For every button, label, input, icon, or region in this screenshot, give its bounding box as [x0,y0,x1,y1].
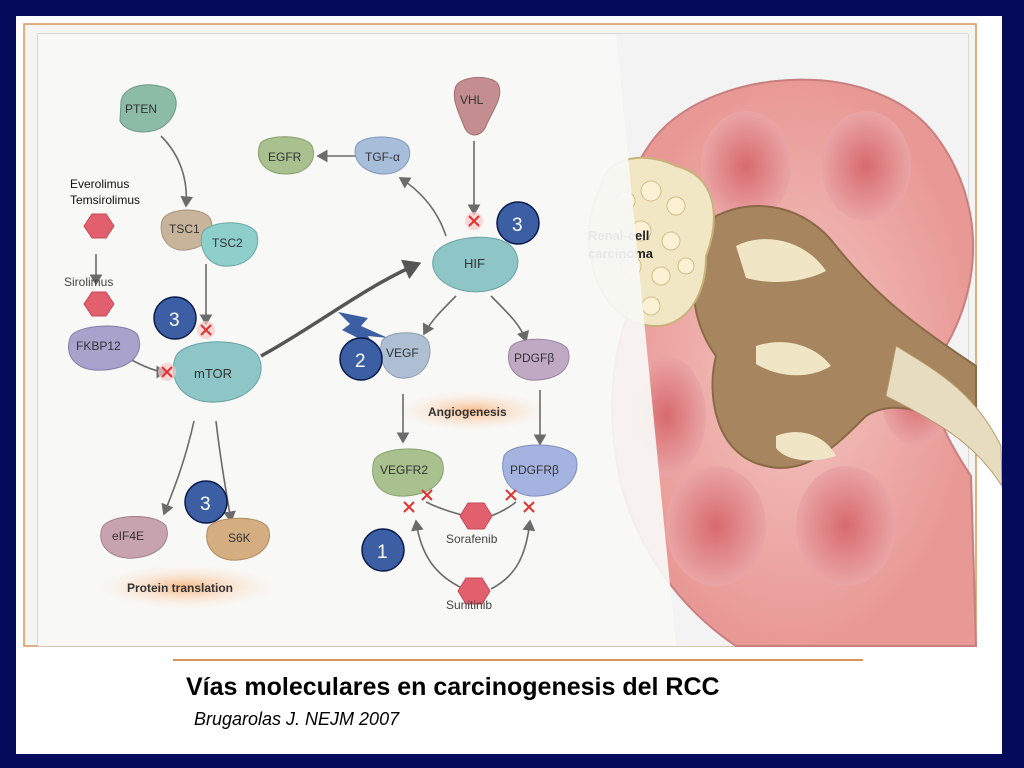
node-vhl: VHL [453,77,501,136]
pathway-figure: Renal-cell carcinoma [23,23,1002,647]
process-protein-translation: Protein translation [127,581,233,595]
node-fkbp12: FKBP12 [68,325,141,371]
badge-vegf: 2 [339,337,383,381]
node-vegf: VEGF [380,332,431,379]
caption-divider [173,659,863,661]
node-tsc2: TSC2 [200,222,259,267]
badge-hif: 3 [496,201,540,245]
svg-text:VHL: VHL [460,93,484,107]
node-hif: HIF [432,236,519,293]
svg-text:TGF-α: TGF-α [365,150,400,164]
svg-text:mTOR: mTOR [194,366,232,381]
svg-text:VEGFR2: VEGFR2 [380,463,428,477]
node-s6k: S6K [206,517,270,561]
node-pdgfb: PDGFβ [508,338,570,381]
svg-text:eIF4E: eIF4E [112,529,144,543]
svg-text:TSC2: TSC2 [212,236,243,250]
badge-vegfr: 1 [361,528,405,572]
lightning-icon [338,312,388,346]
svg-text:EGFR: EGFR [268,150,302,164]
svg-text:PTEN: PTEN [125,102,157,116]
drug-sorafenib: Sorafenib [446,532,498,546]
node-vegfr2: VEGFR2 [372,448,444,497]
svg-text:VEGF: VEGF [386,346,419,360]
slide-citation: Brugarolas J. NEJM 2007 [194,709,400,729]
node-pten: PTEN [119,84,177,133]
svg-text:HIF: HIF [464,256,485,271]
slide: Renal-cell carcinoma [16,16,1002,754]
svg-text:S6K: S6K [228,531,251,545]
drug-temsirolimus: Temsirolimus [70,193,140,207]
slide-title: Vías moleculares en carcinogenesis del R… [186,673,720,701]
drug-sunitinib: Sunitinib [446,598,492,612]
badge-s6k: 3 [184,480,228,524]
svg-text:FKBP12: FKBP12 [76,339,121,353]
node-mtor: mTOR [172,341,262,403]
process-angiogenesis: Angiogenesis [428,405,507,419]
svg-text:3: 3 [200,494,211,515]
node-pdgfrb: PDGFRβ [502,444,578,497]
svg-text:3: 3 [169,310,180,331]
svg-text:2: 2 [355,351,366,372]
drug-everolimus: Everolimus [70,177,129,191]
node-eif4e: eIF4E [100,515,168,559]
drug-sirolimus: Sirolimus [64,275,113,289]
svg-text:3: 3 [512,215,523,236]
svg-text:1: 1 [377,542,388,563]
node-tgf: TGF-α [354,136,411,175]
svg-text:PDGFRβ: PDGFRβ [510,463,559,477]
badge-mtor: 3 [153,296,197,340]
svg-text:PDGFβ: PDGFβ [514,351,554,365]
inhibition-marks [158,212,535,513]
node-egfr: EGFR [258,136,314,175]
svg-text:TSC1: TSC1 [169,222,200,236]
